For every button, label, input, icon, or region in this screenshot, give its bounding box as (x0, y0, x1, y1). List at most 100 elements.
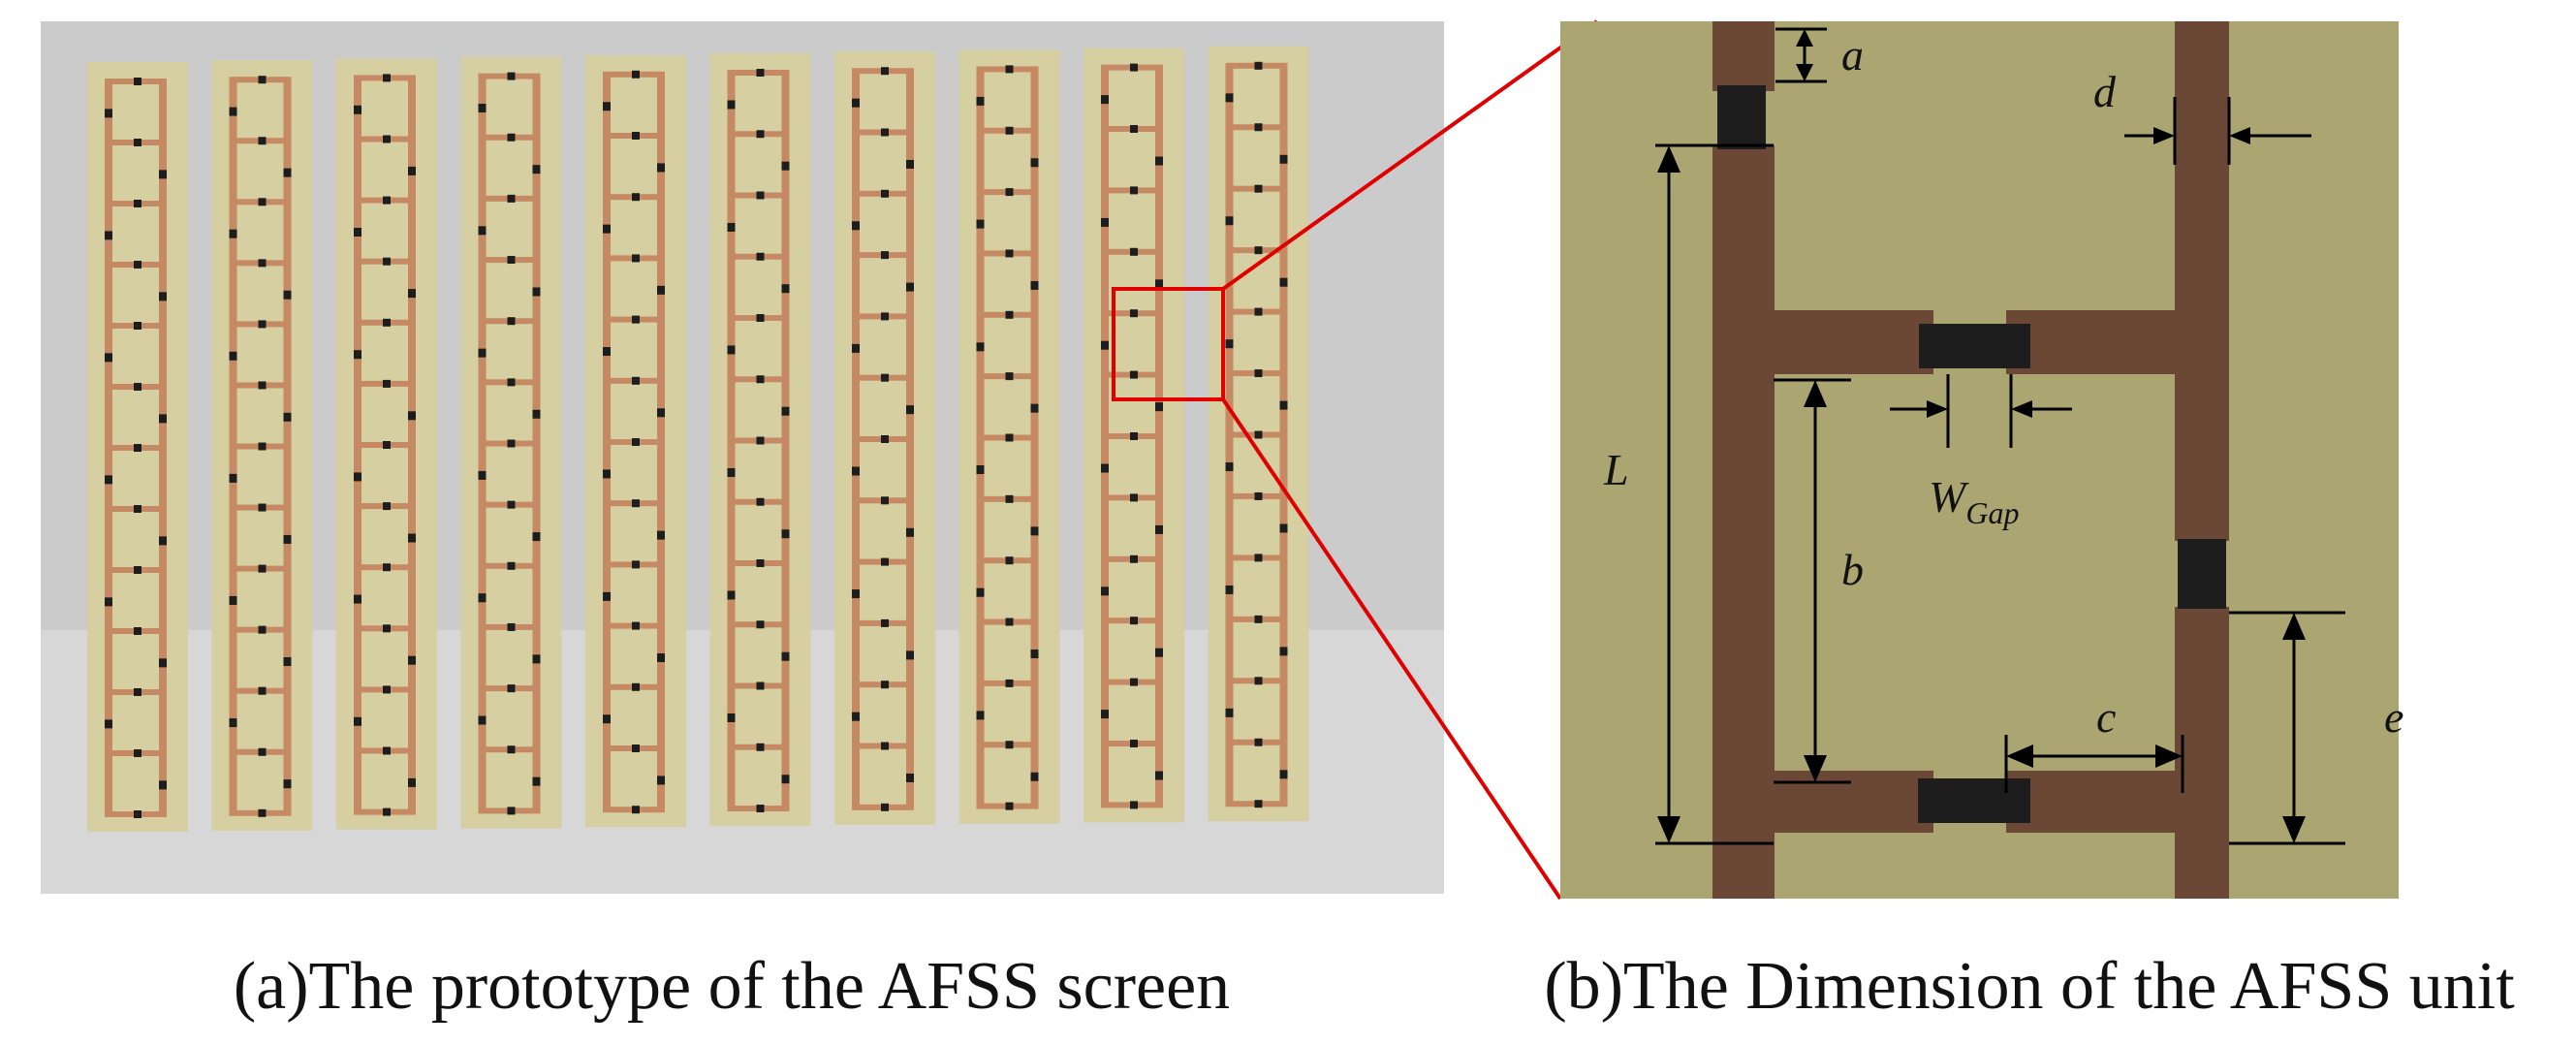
strip-side-chip (727, 100, 736, 110)
strip-chip (881, 312, 889, 321)
strip-chip (134, 505, 141, 513)
strip-chip (881, 251, 889, 260)
strip-side-chip (976, 219, 985, 229)
strip-chip (1254, 246, 1263, 255)
strip-side-chip (852, 98, 860, 108)
afss-strips (87, 46, 1309, 832)
strip-chip (881, 373, 889, 382)
afss-strip-10 (1208, 46, 1309, 822)
strip-chip (1130, 309, 1138, 318)
strip-side-chip (159, 658, 167, 668)
strip-side-chip (1155, 279, 1163, 289)
strip-side-chip (229, 473, 237, 483)
lower-rung-left (1775, 771, 1933, 833)
strip-chip (134, 688, 141, 696)
strip-chip (1130, 186, 1138, 195)
right-vertical-bar (2175, 21, 2229, 541)
strip-side-chip (976, 96, 985, 106)
strip-chip (632, 682, 640, 691)
afss-strip-4 (460, 56, 562, 829)
afss-strip-2 (211, 60, 313, 831)
strip-side-chip (1030, 649, 1039, 659)
strip-chip (881, 742, 889, 750)
strip-chip (756, 314, 765, 322)
strip-chip (507, 561, 516, 570)
caption-prototype: (a)The prototype of the AFSS screen (233, 949, 1231, 1024)
label-b: b (1841, 545, 1864, 594)
strip-chip (507, 684, 516, 693)
strip-chip (1005, 494, 1014, 503)
strip-side-chip (1279, 277, 1288, 287)
chip-right-side (2178, 539, 2226, 609)
dimension-arrowheads (1657, 29, 2306, 843)
strip-chip (1005, 802, 1014, 810)
strip-chip (632, 806, 640, 814)
strip-chip (258, 320, 267, 329)
strip-side-chip (1279, 154, 1288, 164)
strip-side-chip (354, 350, 361, 360)
strip-side-chip (105, 719, 112, 729)
strip-side-chip (906, 773, 914, 782)
strip-side-chip (354, 716, 361, 726)
strip-side-chip (603, 347, 611, 357)
strip-chip (383, 746, 391, 755)
strip-side-chip (1030, 772, 1039, 781)
strip-chip (1005, 310, 1014, 319)
strip-chip (507, 194, 516, 203)
strip-side-chip (159, 292, 167, 301)
strip-side-chip (283, 534, 292, 544)
strip-chip (507, 745, 516, 754)
strip-chip (134, 444, 141, 452)
strip-chip (756, 743, 765, 751)
strip-chip (1254, 677, 1263, 685)
chip-upper-rung (1919, 324, 2030, 368)
strip-chip (258, 747, 267, 756)
strip-side-chip (781, 529, 790, 539)
strip-chip (507, 317, 516, 326)
strip-side-chip (1155, 771, 1163, 780)
strip-chip (134, 566, 141, 574)
afss-strip-9 (1084, 48, 1184, 823)
strip-chip (756, 620, 765, 629)
strip-chip (1254, 491, 1263, 500)
strip-chip (1005, 126, 1014, 135)
strip-side-chip (229, 595, 237, 605)
strip-side-chip (657, 530, 665, 540)
strip-side-chip (1279, 400, 1288, 410)
strip-chip (632, 438, 640, 446)
strip-chip (383, 685, 391, 694)
strip-side-chip (1030, 280, 1039, 290)
strip-chip (1005, 741, 1014, 749)
afss-strip-7 (834, 51, 935, 825)
strip-chip (258, 76, 267, 84)
strip-chip (1254, 615, 1263, 623)
strip-side-chip (532, 287, 541, 297)
strip-side-chip (105, 109, 112, 118)
strip-side-chip (229, 718, 237, 728)
strip-chip (134, 627, 141, 635)
strip-side-chip (1155, 156, 1163, 166)
strip-side-chip (852, 712, 860, 721)
strip-chip (134, 322, 141, 330)
strip-side-chip (1030, 526, 1039, 536)
strip-chip (1130, 370, 1138, 379)
strip-side-chip (1279, 523, 1288, 533)
strip-chip (1254, 184, 1263, 193)
label-d: d (2093, 67, 2117, 116)
strip-chip (1130, 801, 1138, 809)
strip-chip (756, 69, 765, 77)
label-wgap-sub: Gap (1965, 495, 2019, 530)
strip-chip (383, 196, 391, 205)
strip-side-chip (354, 105, 361, 114)
strip-side-chip (532, 165, 541, 174)
strip-side-chip (603, 591, 611, 601)
strip-side-chip (603, 224, 611, 234)
strip-chip (258, 137, 267, 145)
strip-chip (756, 191, 765, 200)
strip-side-chip (657, 408, 665, 418)
strip-side-chip (478, 593, 487, 603)
strip-chip (507, 256, 516, 265)
strip-side-chip (283, 290, 292, 300)
strip-side-chip (408, 289, 416, 299)
